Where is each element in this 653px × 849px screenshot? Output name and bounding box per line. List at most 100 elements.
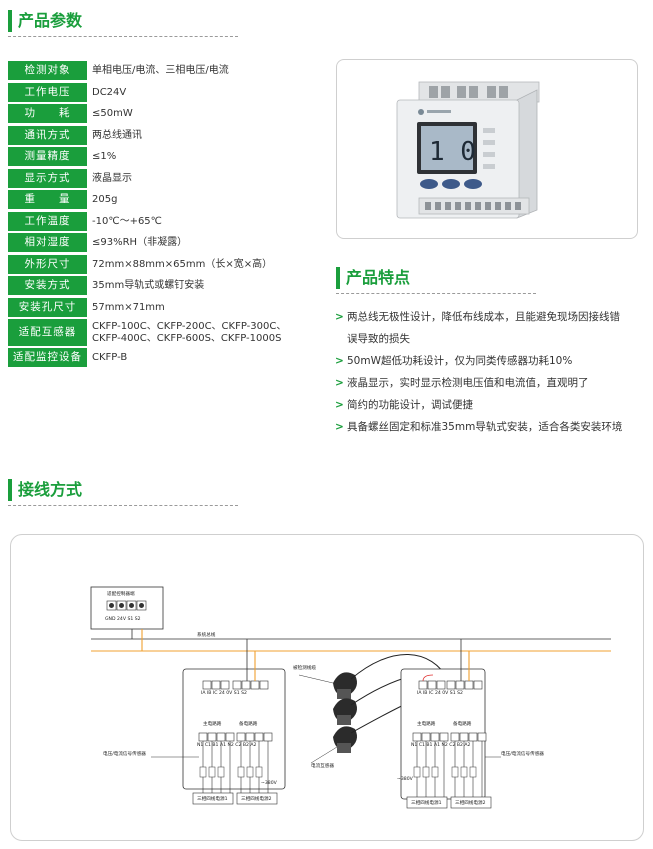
param-value: 液晶显示 [92,172,132,184]
chevron-right-icon: > [335,377,344,389]
section-accent-bar [336,267,340,289]
feature-item: > 具备螺丝固定和标准35mm导轨式安装，适合各类安装环境 [335,416,645,438]
param-row: 检测对象单相电压/电流、三相电压/电流 [8,60,308,82]
wiring-drawing [90,586,611,809]
section-title-wiring: 接线方式 [18,480,83,499]
param-label: 显示方式 [8,168,87,188]
section-title-params: 产品参数 [18,11,83,30]
current-transformer-icon [333,726,357,753]
device-illustration: 1 0 [396,81,540,219]
feature-item: > 简约的功能设计，调试便捷 [335,394,645,416]
param-value-line: CKFP-400C、CKFP-600S、CKFP-1000S [92,333,282,344]
features-list: > 两总线无极性设计，降低布线成本，且能避免现场因接线错 误导致的损失 > 50… [335,306,645,438]
param-value: -10℃～+65℃ [92,215,162,227]
param-row: 适配监控设备 CKFP-B [8,347,308,369]
device-button [464,179,482,189]
param-value: ≤1% [92,151,117,162]
feature-text: 50mW超低功耗设计，仅为同类传感器功耗10% [347,355,573,367]
voltage-note-right: ~380V [397,777,413,782]
param-label: 安装方式 [8,276,87,295]
param-value: CKFP-B [92,352,128,363]
param-value: DC24V [92,86,127,98]
source-box-label: 三相四线电源1 [197,797,228,802]
param-value: 单相电压/电流、三相电压/电流 [92,65,229,76]
param-value: CKFP-100C、CKFP-200C、CKFP-300C、CKFP-400C、… [92,321,286,345]
param-row: 重 量 205g [8,189,308,211]
param-label: 安装孔尺寸 [8,297,87,317]
param-value: ≤50mW [92,108,133,119]
feature-text: 具备螺丝固定和标准35mm导轨式安装，适合各类安装环境 [347,421,623,433]
lcd-reading: 1 0 [429,137,476,167]
product-photo: 1 0 [336,59,638,239]
ct-label: 电流互感器 [311,764,334,769]
param-row: 安装方式 35mm导轨式或螺钉安装 [8,275,308,297]
voltage-note-left: ~380V [261,781,277,786]
section-header-params: 产品参数 [8,10,238,37]
param-label: 功 耗 [8,104,87,123]
source-box-label: 三相四线电源1 [411,801,442,806]
section-accent-bar [8,479,12,501]
bus-label: 系统总线 [197,633,216,638]
param-label: 重 量 [8,190,87,209]
feature-text-continued: 误导致的损失 [347,333,410,345]
param-row: 相对湿度 ≤93%RH（非凝露） [8,232,308,254]
source-box-label: 三相四线电源2 [455,801,486,806]
device-button [420,179,438,189]
sensor-label-left: 电压/电流信号传感器 [103,752,146,757]
terminals-bottom-left: N1 C1 B1 A1 N2 C2 B2 A2 [197,743,257,748]
param-row: 测量精度 ≤1% [8,146,308,168]
feature-item: > 液晶显示，实时显示检测电压值和电流值，直观明了 [335,372,645,394]
param-row: 功 耗 ≤50mW [8,103,308,125]
chevron-right-icon: > [335,311,344,323]
chevron-right-icon: > [335,421,344,433]
section-header-wiring: 接线方式 [8,479,238,506]
source-box-label: 三相四线电源2 [241,797,272,802]
param-value: 205g [92,194,118,205]
current-transformer-icon [333,698,357,725]
section-accent-bar [8,10,12,32]
sensor-label-right: 电压/电流信号传感器 [501,752,544,757]
param-value: ≤93%RH（非凝露） [92,237,188,248]
section-divider [8,505,238,506]
param-label: 外形尺寸 [8,254,87,274]
feature-text: 简约的功能设计，调试便捷 [347,399,473,411]
feature-text: 液晶显示，实时显示检测电压值和电流值，直观明了 [347,377,589,389]
section-header-features: 产品特点 [336,267,536,294]
main-loop-right: 主电路路 [417,722,436,727]
feature-text: 两总线无极性设计，降低布线成本，且能避免现场因接线错 [347,311,620,323]
param-label: 适配监控设备 [8,348,87,367]
param-row: 通讯方式两总线通讯 [8,125,308,147]
params-table: 检测对象单相电压/电流、三相电压/电流 工作电压 DC24V 功 耗 ≤50mW 通… [8,60,308,369]
main-loop-left: 主电路路 [203,722,222,727]
chevron-right-icon: > [335,355,344,367]
terminals-bottom-right: N1 C1 B1 A1 N2 C2 B2 A2 [411,743,471,748]
param-value: 72mm×88mm×65mm（长×宽×高） [92,258,273,270]
backup-loop-left: 备电路路 [239,722,258,727]
param-row: 工作温度 -10℃～+65℃ [8,211,308,233]
wiring-diagram: 适配控制器端 GND 24V S1 S2 系统总线 被检测线缆 电流互感器 电压… [10,534,644,841]
param-value: 两总线通讯 [92,129,142,141]
param-row: 工作电压 DC24V [8,82,308,104]
device-button [442,179,460,189]
param-value-line: CKFP-100C、CKFP-200C、CKFP-300C、 [92,321,287,332]
param-row: 显示方式液晶显示 [8,168,308,190]
param-label: 工作电压 [8,82,87,102]
section-title-features: 产品特点 [346,268,411,287]
param-label: 工作温度 [8,211,87,231]
section-divider [336,293,536,294]
param-label: 检测对象 [8,61,87,80]
param-label: 测量精度 [8,147,87,166]
backup-loop-right: 备电路路 [453,722,472,727]
param-value: 35mm导轨式或螺钉安装 [92,280,205,291]
terminals-top-left: IA IB IC 24 0V S1 S2 [201,691,247,696]
section-divider [8,36,238,37]
chevron-right-icon: > [335,399,344,411]
param-row: 外形尺寸 72mm×88mm×65mm（长×宽×高） [8,254,308,276]
detected-line-label: 被检测线缆 [293,666,316,671]
param-label: 相对湿度 [8,233,87,252]
param-label: 通讯方式 [8,125,87,145]
feature-item: > 50mW超低功耗设计，仅为同类传感器功耗10% [335,350,645,372]
param-value: 57mm×71mm [92,301,165,313]
param-label: 适配互感器 [8,319,87,346]
